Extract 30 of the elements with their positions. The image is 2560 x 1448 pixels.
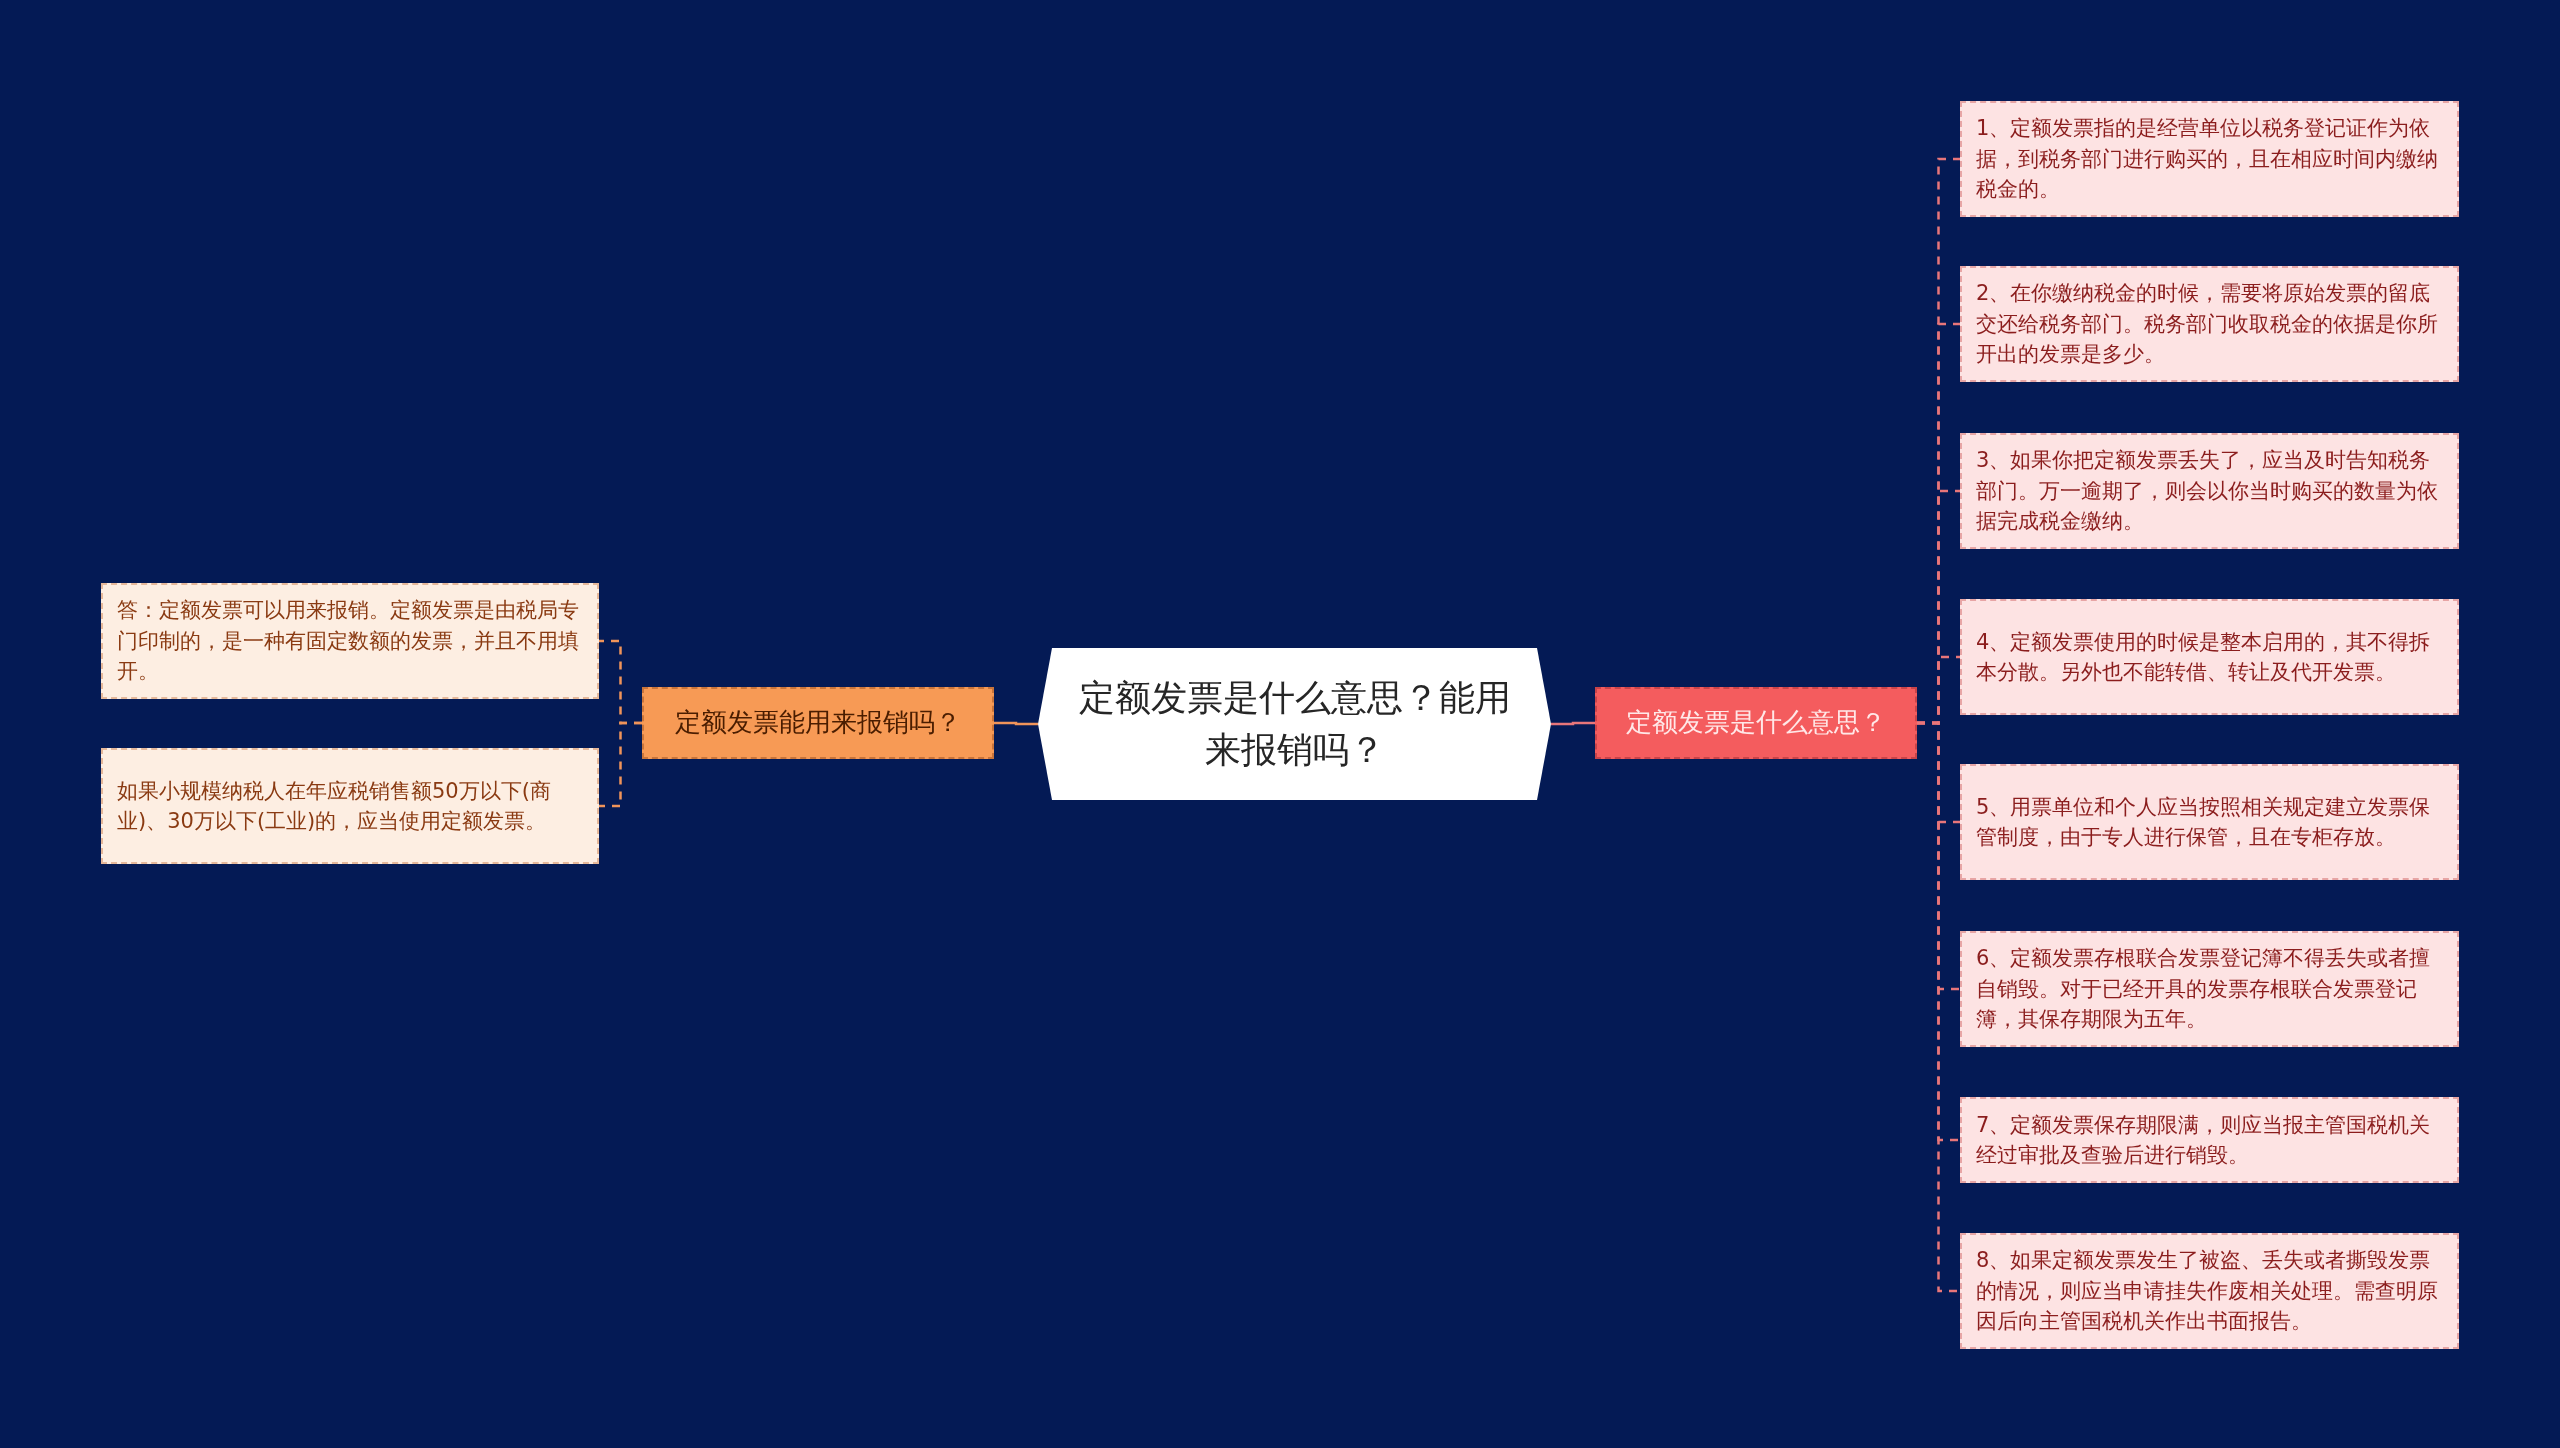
branch-topic: [1595, 687, 1917, 759]
note-card: [1960, 764, 2459, 880]
note-card: [101, 583, 599, 699]
topic-text: 6、定额发票存根联合发票登记簿不得丢失或者擅自销毁。对于已经开具的发票存根联合发票登记簿，其保存期限为五年。: [1976, 945, 2432, 1034]
topic-text: 5、用票单位和个人应当按照相关规定建立发票保管制度，由于专人进行保管，且在专柜存放。: [1976, 793, 2432, 851]
note-card: [1960, 931, 2459, 1047]
connector-line: [599, 721, 642, 808]
note-card: [1960, 266, 2459, 382]
note-card: [101, 748, 599, 864]
central-topic: [1038, 648, 1551, 800]
note-card: [1960, 599, 2459, 715]
topic-text: 定额发票是什么意思？能用来报销吗？: [1078, 675, 1511, 772]
topic-text: 2、在你缴纳税金的时候，需要将原始发票的留底交还给税务部门。税务部门收取税金的依据是你所开出的发票是多少。: [1976, 280, 2439, 369]
topic-text: 8、如果定额发票发生了被盗、丢失或者撕毁发票的情况，则应当申请挂失作废相关处理。需查明原因后向主管国税机关作出书面报告。: [1976, 1247, 2439, 1336]
topic-text: 4、定额发票使用的时候是整本启用的，其不得拆本分散。另外也不能转借、转让及代开发票。: [1976, 628, 2432, 686]
note-card: [1960, 1097, 2459, 1183]
topic-text: 如果小规模纳税人在年应税销售额50万以下(商业)、30万以下(工业)的，应当使用定额发票。: [117, 777, 552, 835]
note-card: [1960, 433, 2459, 549]
connector-line: [1551, 721, 1595, 726]
topic-text: 定额发票能用来报销吗？: [675, 706, 961, 740]
topic-text: 1、定额发票指的是经营单位以税务登记证作为依据，到税务部门进行购买的，且在相应时间内缴纳税金的。: [1976, 115, 2439, 204]
note-card: [1960, 101, 2459, 217]
topic-text: 7、定额发票保存期限满，则应当报主管国税机关经过审批及查验后进行销毁。: [1976, 1111, 2432, 1169]
connector-line: [994, 721, 1038, 726]
topic-text: 定额发票是什么意思？: [1626, 706, 1886, 740]
branch-topic: [642, 687, 994, 759]
connector-line: [1917, 721, 1960, 1293]
note-card: [1960, 1233, 2459, 1349]
topic-text: 3、如果你把定额发票丢失了，应当及时告知税务部门。万一逾期了，则会以你当时购买的数量为依据完成税金缴纳。: [1976, 447, 2439, 536]
topic-text: 答：定额发票可以用来报销。定额发票是由税局专门印制的，是一种有固定数额的发票，并且不用填开。: [117, 597, 580, 686]
